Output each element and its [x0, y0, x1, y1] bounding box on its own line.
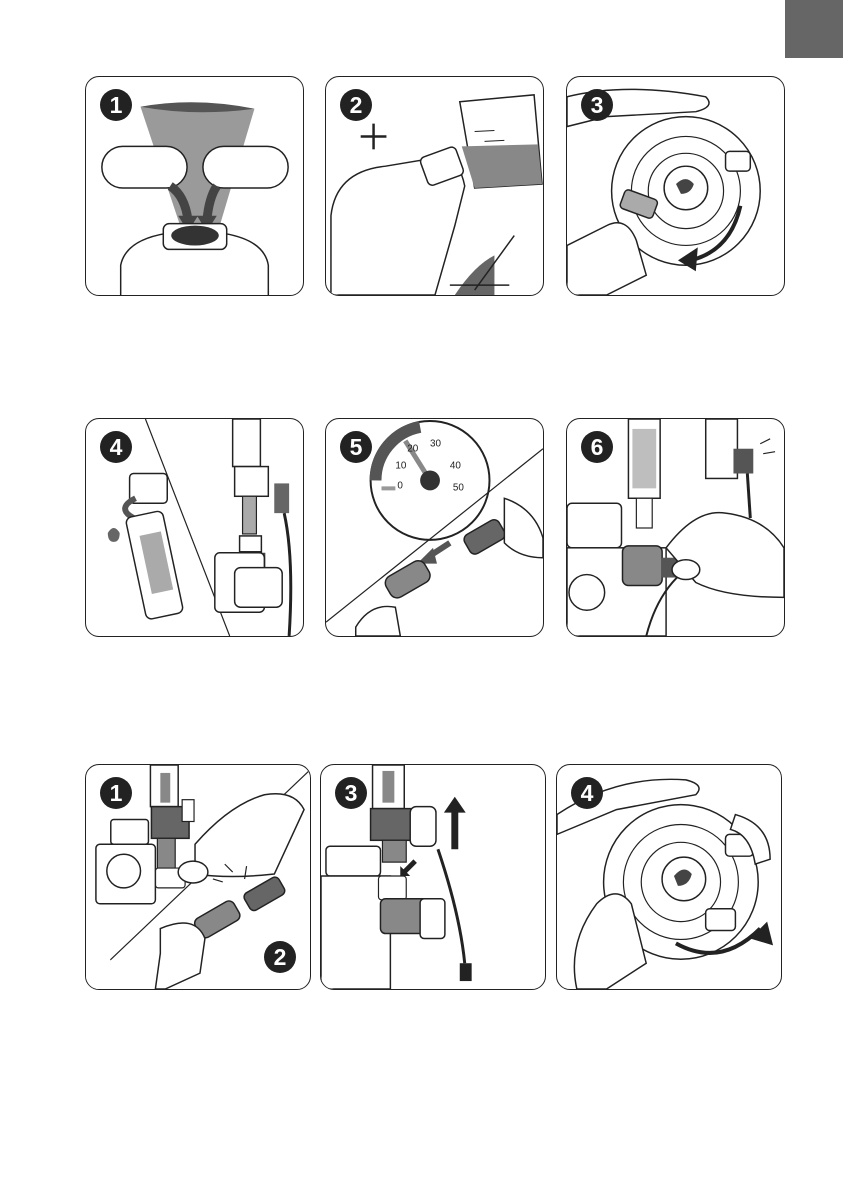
gauge-tick-40: 40: [450, 461, 462, 472]
corner-tab: [785, 0, 843, 58]
step-badge: 4: [100, 431, 132, 463]
step-badge: 5: [340, 431, 372, 463]
step-badge: 1: [100, 89, 132, 121]
step-badge: 4: [571, 777, 603, 809]
step-badge: 3: [335, 777, 367, 809]
panel-step-a3: 3: [566, 76, 785, 296]
gauge-tick-20: 20: [407, 444, 419, 455]
panel-step-b5: 0 10 20 30 40 50 5: [325, 418, 544, 637]
panel-step-c1: 1 2: [85, 764, 311, 990]
panel-step-b6: 6: [566, 418, 785, 637]
panel-step-a1: 1: [85, 76, 304, 296]
step-badge-secondary: 2: [264, 941, 296, 973]
step-badge: 1: [100, 777, 132, 809]
panel-step-c3: 3: [320, 764, 546, 990]
gauge-tick-30: 30: [430, 439, 442, 450]
panel-step-c4: 4: [556, 764, 782, 990]
gauge-tick-50: 50: [453, 482, 465, 493]
step-badge: 3: [581, 89, 613, 121]
step-badge: 6: [581, 431, 613, 463]
panel-step-a2: 2: [325, 76, 544, 296]
step-badge: 2: [340, 89, 372, 121]
gauge-tick-0: 0: [397, 480, 403, 491]
panel-step-b4: 4: [85, 418, 304, 637]
gauge-tick-10: 10: [395, 461, 407, 472]
